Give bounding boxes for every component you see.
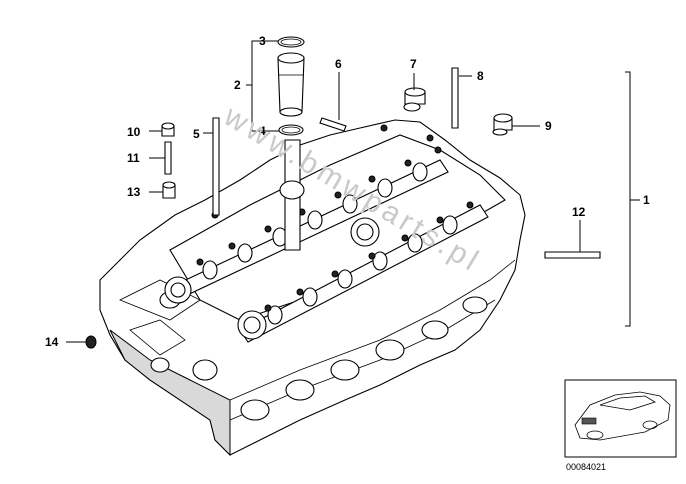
plug-14 <box>85 335 97 349</box>
callout-10: 10 <box>127 125 141 139</box>
callout-11: 11 <box>127 151 140 165</box>
callout-7: 7 <box>410 57 417 71</box>
o-ring-top <box>277 36 305 48</box>
stud-11 <box>164 141 172 175</box>
callout-9: 9 <box>545 119 552 133</box>
callout-labels: 1 2 3 4 5 6 7 8 9 10 11 12 13 14 <box>45 34 650 349</box>
stud-6 <box>319 117 347 132</box>
vehicle-thumbnail <box>564 379 677 458</box>
callout-6: 6 <box>335 57 342 71</box>
screw-plug-7 <box>403 87 426 112</box>
reference-number: 00084021 <box>566 462 606 472</box>
callout-2: 2 <box>234 78 241 92</box>
callout-5: 5 <box>193 127 200 141</box>
nut-10 <box>161 122 175 137</box>
cylinder-head-drawing <box>99 119 526 457</box>
stud-12 <box>544 251 601 259</box>
callout-14: 14 <box>45 335 59 349</box>
spark-plug-sleeve <box>277 52 305 117</box>
callout-8: 8 <box>477 69 484 83</box>
stud-8 <box>451 67 459 129</box>
callout-13: 13 <box>127 185 141 199</box>
callout-3: 3 <box>259 34 266 48</box>
callout-12: 12 <box>572 205 586 219</box>
dowel-sleeve-13 <box>162 181 176 199</box>
callout-1: 1 <box>643 193 650 207</box>
screw-plug-9 <box>492 113 513 136</box>
stud-5 <box>212 117 220 216</box>
callout-4: 4 <box>259 124 266 138</box>
leader-lines <box>66 40 640 343</box>
